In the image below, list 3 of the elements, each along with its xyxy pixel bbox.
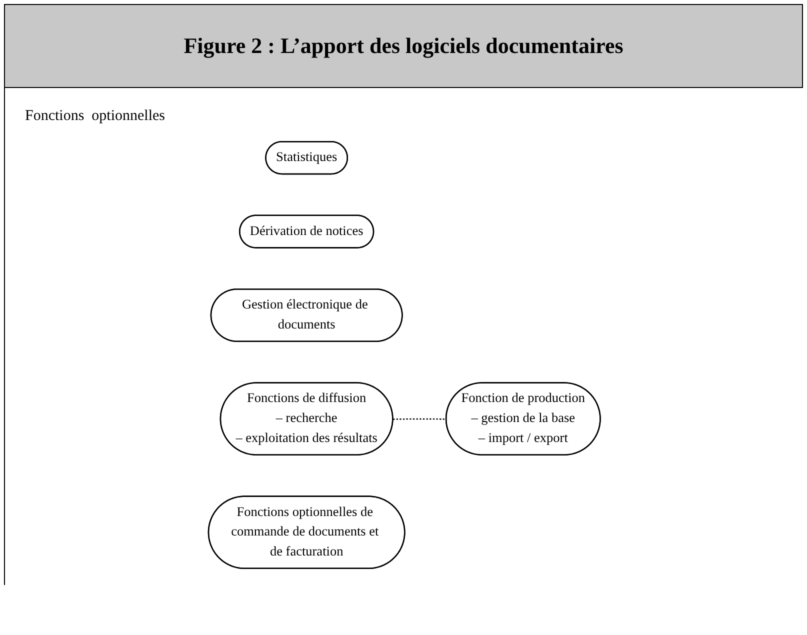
figure-title: Figure 2 : L’apport des logiciels documentaires [4, 4, 803, 88]
note-label: Fonctions optionnelles [25, 108, 166, 125]
connector [392, 418, 446, 420]
